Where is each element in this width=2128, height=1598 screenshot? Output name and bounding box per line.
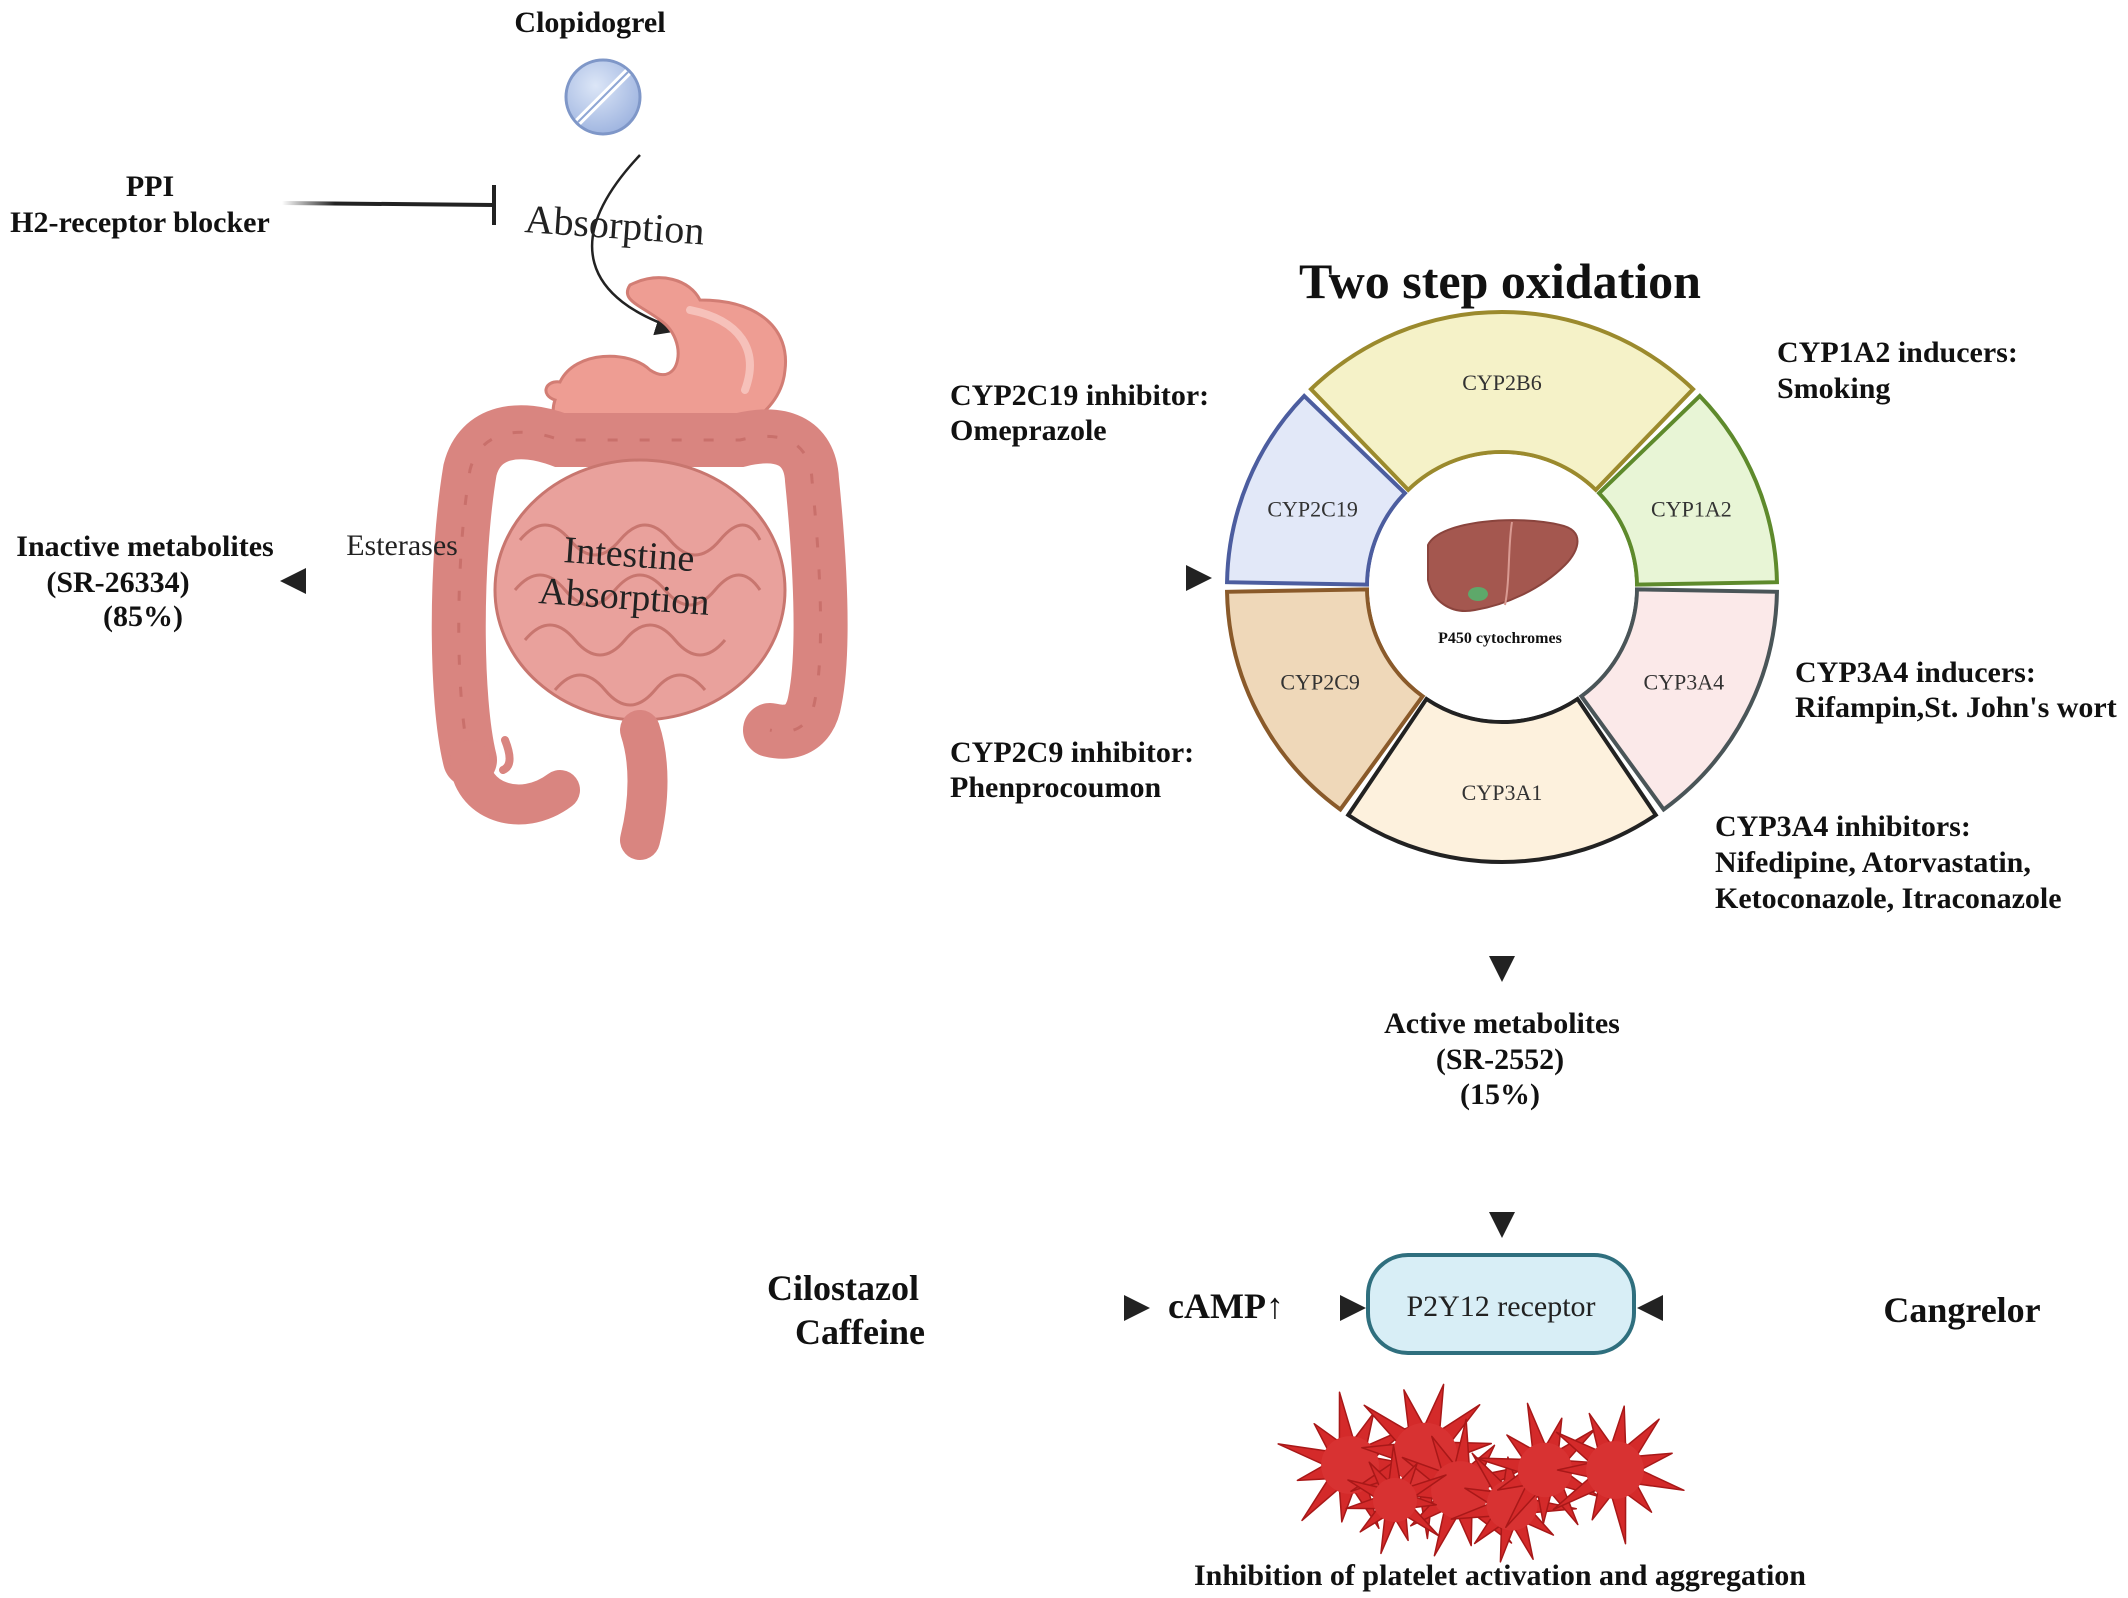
outcome-label: Inhibition of platelet activation and ag… xyxy=(1194,1559,1806,1592)
platelet-cluster xyxy=(1277,1383,1685,1563)
cyp3a4-inhibitors-1: CYP3A4 inhibitors: xyxy=(1715,810,1971,843)
intestine-icon xyxy=(431,405,848,860)
cyp1a2-annotation-2: Smoking xyxy=(1777,372,1890,405)
platelet xyxy=(1552,1405,1685,1545)
cangrelor-to-receptor-arrow xyxy=(1637,1295,1850,1321)
inhibition-arrow xyxy=(281,185,496,225)
blocker-label-2: H2-receptor blocker xyxy=(10,206,270,239)
cyp3a4-inhibitors-2: Nifedipine, Atorvastatin, xyxy=(1715,846,2031,879)
wheel-segment-label-cyp2b6: CYP2B6 xyxy=(1462,370,1541,395)
wheel-segment-label-cyp2c9: CYP2C9 xyxy=(1280,670,1359,695)
cyp2c19-annotation-2: Omeprazole xyxy=(950,414,1107,447)
active-label-3: (15%) xyxy=(1460,1078,1540,1111)
wheel-segment-cyp2b6 xyxy=(1308,310,1696,493)
inactive-label-1: Inactive metabolites xyxy=(16,530,273,563)
cangrelor-label: Cangrelor xyxy=(1883,1290,2040,1330)
absorption-label: Absorption xyxy=(523,196,706,253)
inactive-label-3: (85%) xyxy=(103,600,183,633)
cyp2c9-annotation-2: Phenprocoumon xyxy=(950,771,1161,804)
liver-icon xyxy=(1427,519,1579,612)
p2y12-receptor xyxy=(1366,1253,1636,1355)
wheel-segment-cyp3a4 xyxy=(1578,587,1779,813)
esterases-label: Esterases xyxy=(346,529,458,562)
intestine-label-1: Intestine xyxy=(562,529,695,580)
cyp3a4-inducers-2: Rifampin,St. John's wort xyxy=(1795,691,2117,724)
wheel-segment-cyp2c19 xyxy=(1225,393,1408,587)
wheel-center-label: P450 cytochromes xyxy=(1438,630,1562,647)
cyp3a4-inhibitors-3: Ketoconazole, Itraconazole xyxy=(1715,882,2062,915)
active-label-1: Active metabolites xyxy=(1384,1007,1620,1040)
cyp2c19-annotation-1: CYP2C19 inhibitor: xyxy=(950,379,1209,412)
pill-icon xyxy=(564,58,642,136)
receptor-label: P2Y12 receptor xyxy=(1406,1290,1595,1323)
wheel-to-active-arrow xyxy=(1489,870,1515,982)
wheel-segment-label-cyp2c19: CYP2C19 xyxy=(1267,497,1357,522)
absorption-arrow xyxy=(590,154,682,336)
active-to-receptor-arrow xyxy=(1489,1130,1515,1238)
wheel-segment-label-cyp3a4: CYP3A4 xyxy=(1643,670,1724,695)
agents-to-camp-arrow xyxy=(975,1295,1150,1321)
platelet xyxy=(1345,1444,1447,1555)
wheel-segment-cyp1a2 xyxy=(1596,393,1779,587)
intestine-to-liver-arrow xyxy=(815,565,1212,591)
wheel-segment-label-cyp1a2: CYP1A2 xyxy=(1651,497,1732,522)
inactive-label-2: (SR-26334) xyxy=(46,566,189,599)
wheel-segment-cyp3a1 xyxy=(1345,696,1659,865)
wheel-segment-cyp2c9 xyxy=(1225,587,1426,813)
cyp2c9-annotation-1: CYP2C9 inhibitor: xyxy=(950,736,1194,769)
wheel-segment-label-cyp3a1: CYP3A1 xyxy=(1462,780,1543,805)
cyp3a4-inducers-1: CYP3A4 inducers: xyxy=(1795,656,2036,689)
left-agents-2: Caffeine xyxy=(795,1312,925,1352)
left-agents-1: Cilostazol xyxy=(767,1268,919,1308)
cyp1a2-annotation-1: CYP1A2 inducers: xyxy=(1777,336,2018,369)
wheel-title: Two step oxidation xyxy=(1299,253,1701,309)
drug-label: Clopidogrel xyxy=(514,6,665,39)
active-label-2: (SR-2552) xyxy=(1436,1043,1564,1076)
esterases-arrow xyxy=(280,568,500,594)
camp-to-receptor-arrow xyxy=(1262,1295,1366,1321)
blocker-label-1: PPI xyxy=(126,170,174,203)
